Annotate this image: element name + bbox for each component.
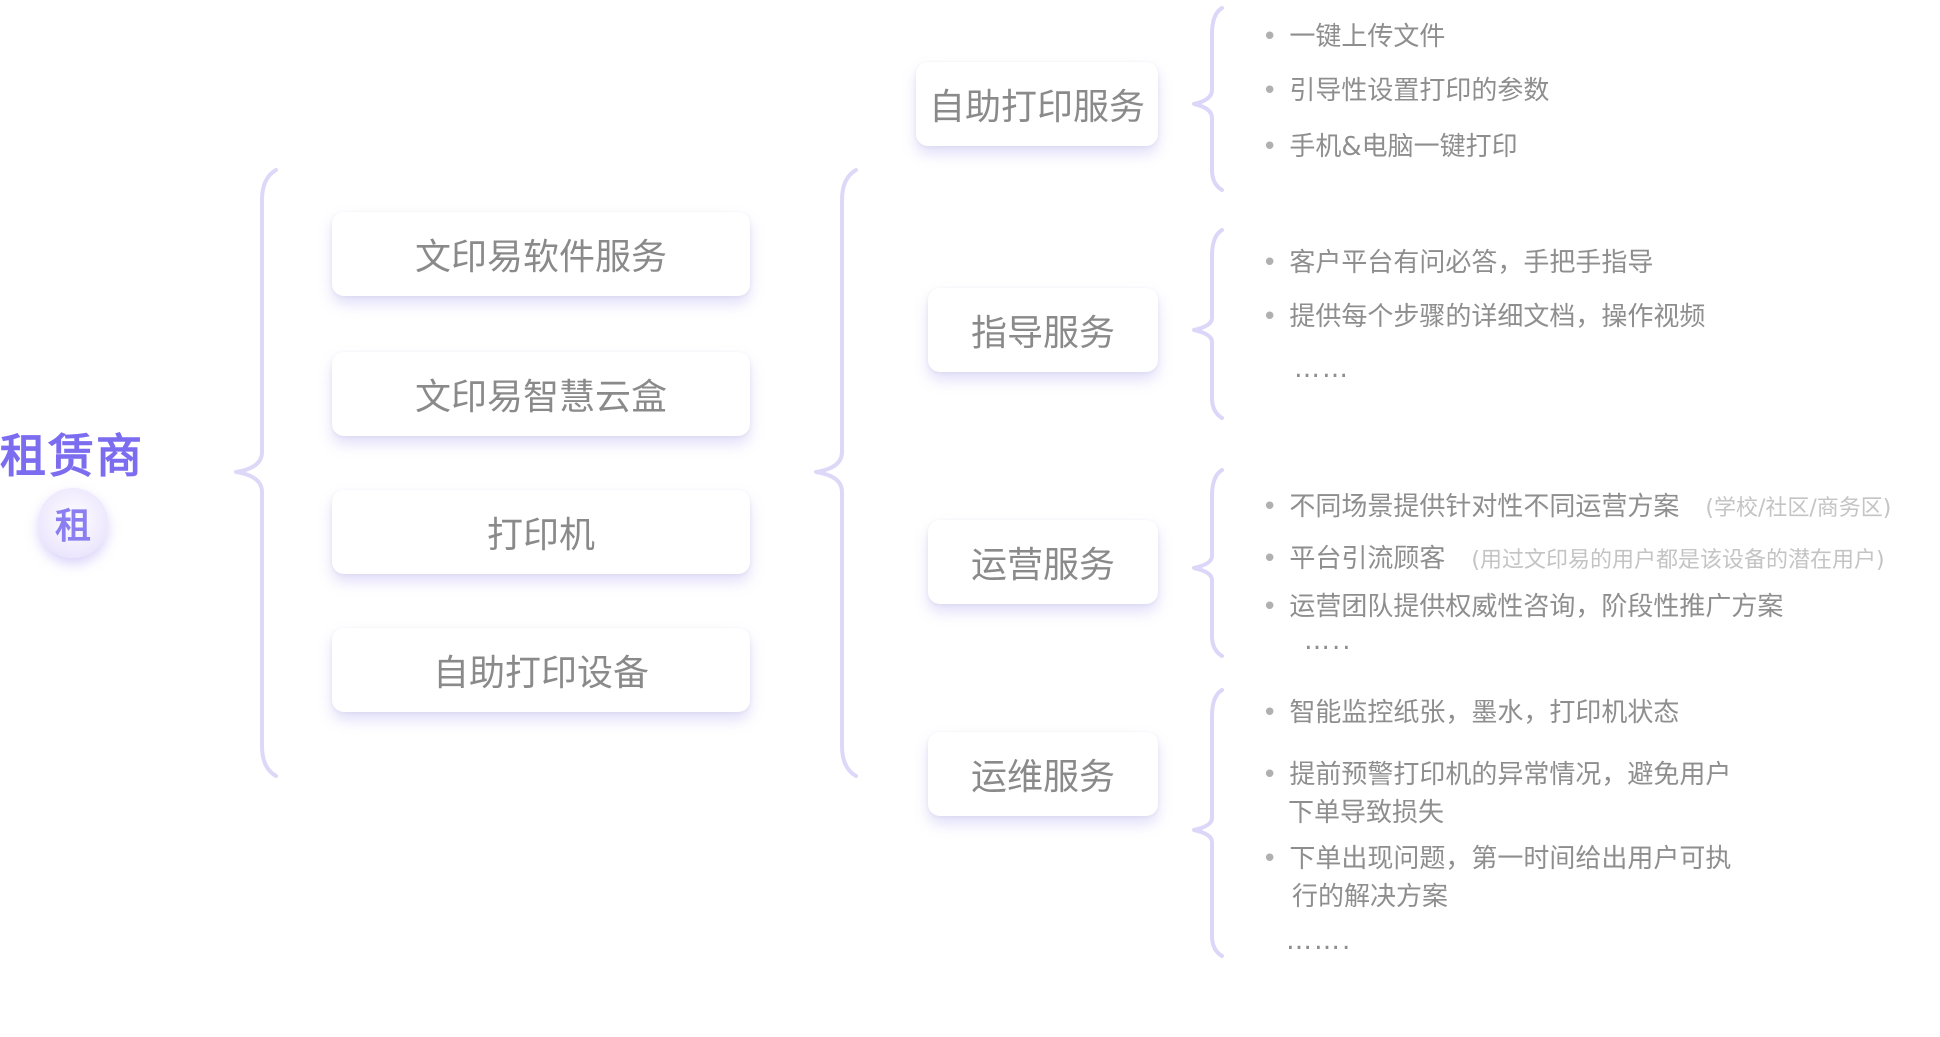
brace-root (234, 168, 278, 778)
root-title: 租赁商 (0, 429, 144, 483)
product-box-cloudbox: 文印易智慧云盒 (332, 352, 750, 436)
ellipsis: …… (1294, 354, 1350, 384)
list-item-continuation: 下单导致损失 (1288, 798, 1445, 828)
list-item: •智能监控纸张，墨水，打印机状态 (1262, 698, 1680, 728)
list-item: •提供每个步骤的详细文档，操作视频 (1262, 302, 1706, 332)
service-box-self-print: 自助打印服务 (916, 62, 1158, 146)
list-item-continuation: 行的解决方案 (1292, 882, 1449, 912)
service-box-maintenance: 运维服务 (928, 732, 1158, 816)
list-item: •平台引流顾客(用过文印易的用户都是该设备的潜在用户) (1262, 544, 1885, 574)
ellipsis: ….. (1304, 626, 1353, 656)
brace-service-2 (1192, 228, 1224, 420)
service-box-operation: 运营服务 (928, 520, 1158, 604)
brace-service-4 (1192, 688, 1224, 958)
list-item: •引导性设置打印的参数 (1262, 76, 1550, 106)
list-item: •一键上传文件 (1262, 22, 1446, 52)
list-item: •运营团队提供权威性咨询，阶段性推广方案 (1262, 592, 1784, 622)
brace-service-1 (1192, 6, 1224, 192)
rent-icon: 租 (38, 488, 108, 558)
product-box-software: 文印易软件服务 (332, 212, 750, 296)
ellipsis: ……. (1286, 926, 1353, 956)
list-item: •下单出现问题，第一时间给出用户可执 (1262, 844, 1732, 874)
list-item: •不同场景提供针对性不同运营方案(学校/社区/商务区) (1262, 492, 1892, 522)
list-item: •客户平台有问必答，手把手指导 (1262, 248, 1654, 278)
brace-service-3 (1192, 468, 1224, 658)
brace-products (814, 168, 858, 778)
product-box-device: 自助打印设备 (332, 628, 750, 712)
product-box-printer: 打印机 (332, 490, 750, 574)
list-item: •提前预警打印机的异常情况，避免用户 (1262, 760, 1732, 790)
service-box-guidance: 指导服务 (928, 288, 1158, 372)
list-item: •手机&电脑一键打印 (1262, 132, 1518, 162)
